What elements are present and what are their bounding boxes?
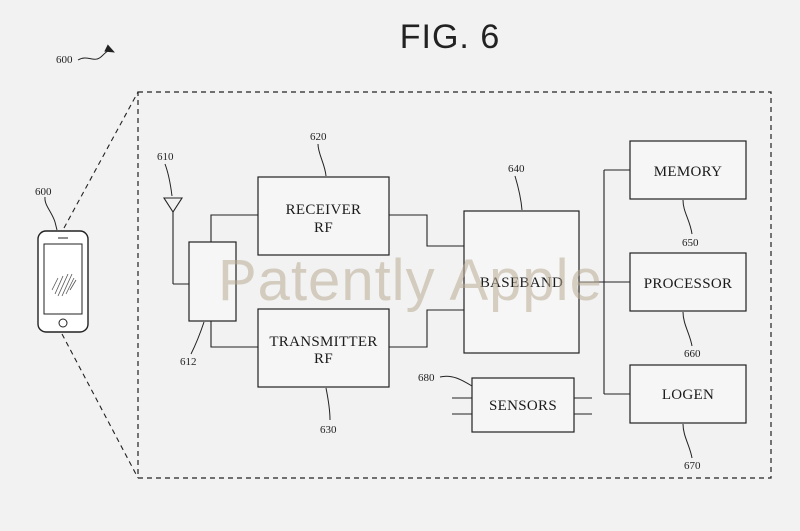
transmitter-ref-leader [326, 388, 330, 420]
switch-ref-leader [191, 322, 204, 354]
transmitter-to-baseband-line [389, 310, 464, 347]
receiver-to-baseband-line [389, 215, 464, 246]
antenna-ref-label: 610 [157, 151, 174, 163]
baseband-ref-label: 640 [508, 163, 525, 175]
switch-to-receiver-line [211, 215, 258, 242]
switch-to-transmitter-line [211, 321, 258, 347]
antenna-icon [164, 198, 190, 284]
memory-ref-label: 650 [682, 237, 699, 249]
transmitter-ref-label: 630 [320, 424, 337, 436]
logen-label: LOGEN [662, 387, 714, 403]
receiver-ref-leader [318, 144, 326, 176]
memory-label: MEMORY [654, 164, 722, 180]
processor-label: PROCESSOR [644, 276, 733, 292]
memory-ref-leader [683, 200, 692, 234]
receiver-label-line2: RF [314, 220, 333, 236]
switch-ref-label: 612 [180, 356, 197, 368]
device-ref-arrow [78, 50, 114, 60]
phone-ref-label: 600 [35, 186, 52, 198]
watermark-text: Patently Apple [218, 248, 603, 313]
baseband-ref-leader [515, 176, 522, 210]
receiver-ref-label: 620 [310, 131, 327, 143]
phone-ref-leader [45, 197, 57, 230]
transmitter-label-line2: RF [314, 351, 333, 367]
sensors-ref-leader [440, 376, 472, 386]
logen-ref-leader [683, 424, 692, 458]
receiver-label-line1: RECEIVER [286, 202, 362, 218]
sensors-ref-label: 680 [418, 372, 435, 384]
transmitter-label-line1: TRANSMITTER [269, 334, 377, 350]
phone-illustration [38, 231, 88, 332]
zoom-line-bottom [62, 334, 138, 478]
sensors-label: SENSORS [489, 398, 557, 414]
antenna-ref-leader [165, 164, 172, 196]
device-ref-label: 600 [56, 54, 73, 66]
processor-ref-label: 660 [684, 348, 701, 360]
processor-ref-leader [683, 312, 692, 346]
logen-ref-label: 670 [684, 460, 701, 472]
zoom-line-top [64, 92, 138, 228]
